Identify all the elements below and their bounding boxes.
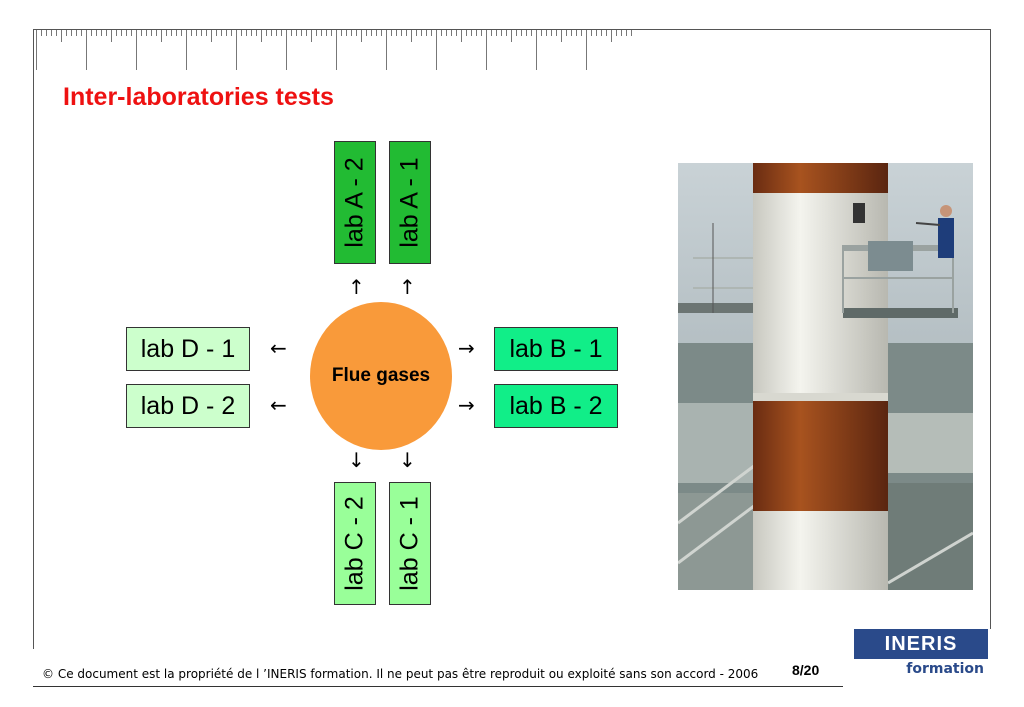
lab-a-1-label: lab A - 1 — [395, 157, 424, 248]
page-title: Inter-laboratories tests — [63, 83, 334, 111]
arrow-up-icon: ↑ — [348, 275, 365, 299]
stack-photo — [678, 163, 973, 590]
footer-line — [33, 686, 843, 687]
lab-c-1-box: lab C - 1 — [389, 482, 431, 605]
lab-d-1-box: lab D - 1 — [126, 327, 250, 371]
flue-gases-label: Flue gases — [331, 365, 431, 386]
arrow-up-icon: ↑ — [399, 275, 416, 299]
lab-d-2-box: lab D - 2 — [126, 384, 250, 428]
flue-gases-circle: Flue gases — [310, 302, 452, 450]
lab-c-2-box: lab C - 2 — [334, 482, 376, 605]
copyright-text: © Ce document est la propriété de l ’INE… — [42, 667, 759, 681]
lab-a-2-label: lab A - 2 — [340, 157, 369, 248]
arrow-right-icon: → — [458, 336, 475, 360]
ineris-logo: INERIS formation — [854, 629, 988, 683]
lab-b-1-box: lab B - 1 — [494, 327, 618, 371]
arrow-down-icon: ↓ — [399, 448, 416, 472]
lab-a-1-box: lab A - 1 — [389, 141, 431, 264]
page-number: 8/20 — [792, 662, 820, 678]
lab-b-2-label: lab B - 2 — [509, 391, 603, 420]
arrow-left-icon: ← — [270, 336, 287, 360]
lab-c-2-label: lab C - 2 — [340, 496, 369, 591]
frame-top-line — [33, 29, 991, 30]
frame-left-line — [33, 29, 34, 649]
logo-bottom-text: formation — [906, 661, 984, 677]
lab-c-1-label: lab C - 1 — [395, 496, 424, 591]
lab-d-1-label: lab D - 1 — [140, 334, 236, 363]
arrow-right-icon: → — [458, 393, 475, 417]
frame-right-line — [990, 29, 991, 629]
lab-a-2-box: lab A - 2 — [334, 141, 376, 264]
ruler-decoration — [36, 30, 632, 70]
lab-b-2-box: lab B - 2 — [494, 384, 618, 428]
lab-d-2-label: lab D - 2 — [140, 391, 236, 420]
lab-b-1-label: lab B - 1 — [509, 334, 603, 363]
logo-top-text: INERIS — [854, 629, 988, 659]
arrow-down-icon: ↓ — [348, 448, 365, 472]
arrow-left-icon: ← — [270, 393, 287, 417]
